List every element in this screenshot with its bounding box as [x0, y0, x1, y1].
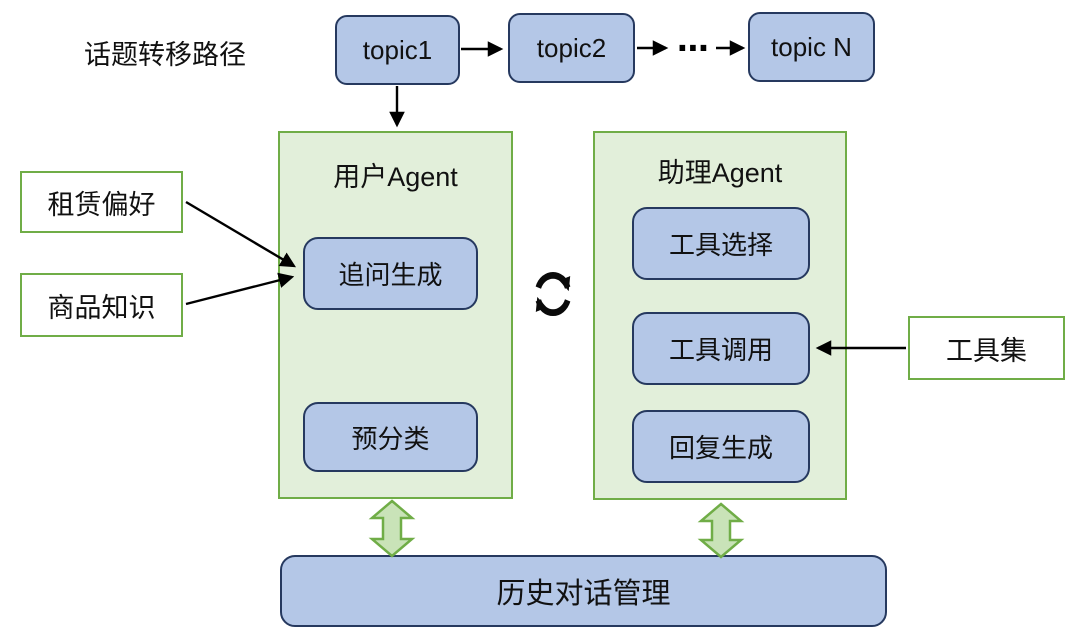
followup-generation-label: 追问生成	[338, 260, 443, 290]
topic1-node: topic1	[335, 15, 460, 85]
ellipsis-dots: ⋯	[677, 30, 709, 66]
rental-preference-label: 租赁偏好	[47, 189, 156, 220]
rental-preference-node: 租赁偏好	[20, 171, 183, 233]
followup-generation-node: 追问生成	[303, 237, 478, 310]
user-agent-title: 用户Agent	[333, 162, 458, 192]
topic2-label: topic2	[536, 32, 607, 63]
preclassify-label: 预分类	[351, 423, 430, 454]
double-arrow-user-history	[368, 499, 416, 558]
preclassify-node: 预分类	[303, 402, 478, 472]
topic-path-caption: 话题转移路径	[84, 40, 246, 70]
toolset-node: 工具集	[908, 316, 1065, 380]
tool-call-label: 工具调用	[668, 335, 773, 365]
history-dialogue-bar: 历史对话管理	[280, 555, 887, 627]
double-arrow-assistant-history	[697, 502, 745, 559]
topicN-node: topic N	[748, 12, 875, 82]
product-knowledge-node: 商品知识	[20, 273, 183, 337]
toolset-label: 工具集	[946, 335, 1027, 366]
tool-call-node: 工具调用	[632, 312, 810, 385]
assistant-agent-title: 助理Agent	[657, 158, 783, 188]
sync-cycle-icon	[535, 272, 571, 316]
tool-select-label: 工具选择	[668, 230, 773, 260]
topic1-label: topic1	[362, 34, 433, 65]
topicN-label: topic N	[771, 31, 852, 62]
reply-generation-node: 回复生成	[632, 410, 810, 483]
topic2-node: topic2	[508, 13, 635, 83]
arrow-product-followup	[185, 272, 295, 306]
tool-select-node: 工具选择	[632, 207, 810, 280]
reply-generation-label: 回复生成	[668, 433, 773, 463]
product-knowledge-label: 商品知识	[47, 292, 156, 323]
history-dialogue-label: 历史对话管理	[496, 578, 671, 610]
